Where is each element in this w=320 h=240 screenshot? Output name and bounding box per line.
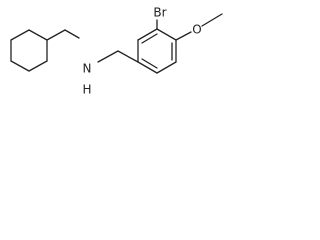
oxygen-label: O [192,23,201,37]
bond-nitrogen-to-methylene [97,50,119,63]
ring-bond [10,29,30,41]
ring-bond [156,61,177,74]
bond-ring-to-oxygen [175,31,192,41]
benzene-ring [137,28,177,74]
ring-bond [28,60,48,72]
bond-oxygen-to-methyl [201,13,223,27]
ring-bond [10,60,30,72]
structural-formula-diagram: N H Br O [10,6,223,97]
nitrogen-hydrogen-label: H [82,83,91,97]
ring-bond [137,61,158,74]
ring-double-bond [141,58,158,69]
ring-bond [28,29,48,41]
bond-ring-to-nitrogen [64,29,80,39]
ring-double-bond [141,33,158,44]
cyclohexyl-ring [10,29,48,72]
bond-ring-carbon [46,29,66,41]
ring-bond [156,28,177,41]
bond-methylene-to-ring [117,50,139,63]
ring-bond [137,28,158,41]
bromine-label: Br [153,6,166,20]
nitrogen-label: N [83,62,92,76]
